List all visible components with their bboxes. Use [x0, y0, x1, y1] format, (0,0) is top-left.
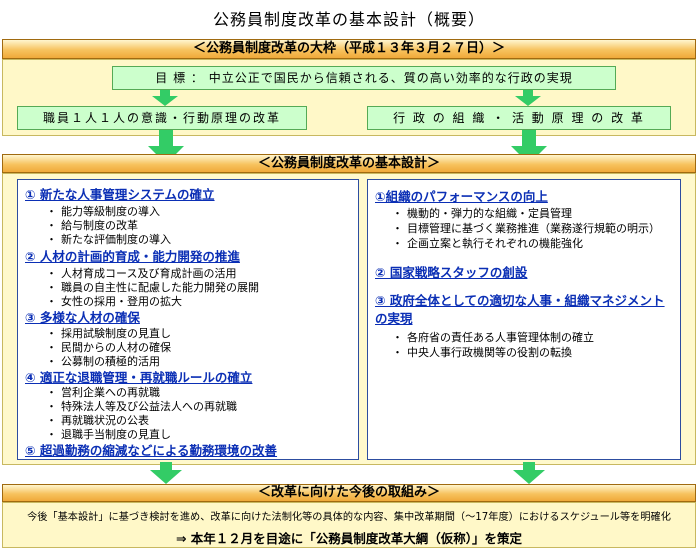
- list-item: 民間からの人材の確保: [46, 339, 171, 355]
- list-item: 採用試験制度の見直し: [46, 325, 171, 341]
- future-conclusion: ⇒ 本年１２月を目途に「公務員制度改革大綱（仮称）」を策定: [175, 531, 523, 546]
- left-heading-5: ⑤ 超過勤務の縮減などによる勤務環境の改善: [25, 443, 278, 458]
- future-panel: 今後「基本設計」に基づき検討を進め、改革に向けた法制化等の具体的な内容、集中改革…: [2, 502, 696, 548]
- list-item: 新たな評価制度の導入: [46, 231, 171, 247]
- list-item: 特殊法人等及び公益法人への再就職: [46, 398, 237, 414]
- goal-box: 目 標 ： 中立公正で国民から信頼される、質の高い効率的な行政の実現: [112, 66, 616, 90]
- reform-individual-box: 職員１人１人の意識・行動原理の改革: [17, 106, 307, 130]
- reform-organization-box: 行 政 の 組 織 ・ 活 動 原 理 の 改 革: [367, 106, 671, 130]
- left-heading-3: ③ 多様な人材の確保: [25, 310, 140, 325]
- list-item: 中央人事行政機関等の役割の転換: [392, 344, 572, 360]
- list-item: 人材育成コース及び育成計画の活用: [46, 265, 236, 281]
- individual-reform-list: ① 新たな人事管理システムの確立 能力等級制度の導入 給与制度の改革 新たな評価…: [17, 179, 359, 460]
- left-heading-2: ② 人材の計画的育成・能力開発の推進: [25, 249, 240, 264]
- arrow-down-icon: [511, 130, 547, 164]
- arrow-down-icon: [152, 90, 178, 106]
- right-heading-1: ①組織のパフォーマンスの向上: [375, 189, 548, 204]
- basic-design-header: ＜公務員制度改革の基本設計＞: [2, 154, 696, 173]
- list-item: 能力等級制度の導入: [46, 203, 160, 219]
- right-heading-2: ② 国家戦略スタッフの創設: [375, 265, 528, 280]
- right-heading-3: ③ 政府全体としての適切な人事・組織マネジメントの実現: [375, 293, 665, 326]
- list-item: 企画立案と執行それぞれの機能強化: [392, 235, 583, 251]
- list-item: 給与制度の改革: [46, 217, 138, 233]
- list-item: 女性の採用・登用の拡大: [46, 293, 182, 309]
- framework-header: ＜公務員制度改革の大枠（平成１３年３月２７日）＞: [2, 39, 696, 59]
- list-item: 公募制の積極的活用: [46, 353, 160, 369]
- list-item: 各府省の責任ある人事管理体制の確立: [392, 329, 594, 345]
- list-item: 目標管理に基づく業務推進（業務遂行規範の明示）: [392, 220, 660, 236]
- list-item: 営利企業への再就職: [46, 384, 160, 400]
- list-item: 機動的・弾力的な組織・定員管理: [392, 205, 572, 221]
- arrow-down-icon: [515, 90, 541, 106]
- page-title: 公務員制度改革の基本設計（概要）: [212, 10, 485, 29]
- organization-reform-list: ①組織のパフォーマンスの向上 機動的・弾力的な組織・定員管理 目標管理に基づく業…: [367, 179, 681, 460]
- list-item: 再就職状況の公表: [46, 412, 149, 428]
- list-item: 職員の自主性に配慮した能力開発の展開: [46, 279, 259, 295]
- list-item: 退職手当制度の見直し: [46, 426, 171, 442]
- left-heading-4: ④ 適正な退職管理・再就職ルールの確立: [25, 370, 253, 385]
- future-header: ＜改革に向けた今後の取組み＞: [2, 484, 696, 502]
- left-heading-1: ① 新たな人事管理システムの確立: [25, 187, 215, 202]
- arrow-down-icon: [148, 130, 184, 164]
- arrow-down-icon: [513, 462, 545, 484]
- future-note: 今後「基本設計」に基づき検討を進め、改革に向けた法制化等の具体的な内容、集中改革…: [27, 512, 671, 523]
- arrow-down-icon: [150, 462, 182, 484]
